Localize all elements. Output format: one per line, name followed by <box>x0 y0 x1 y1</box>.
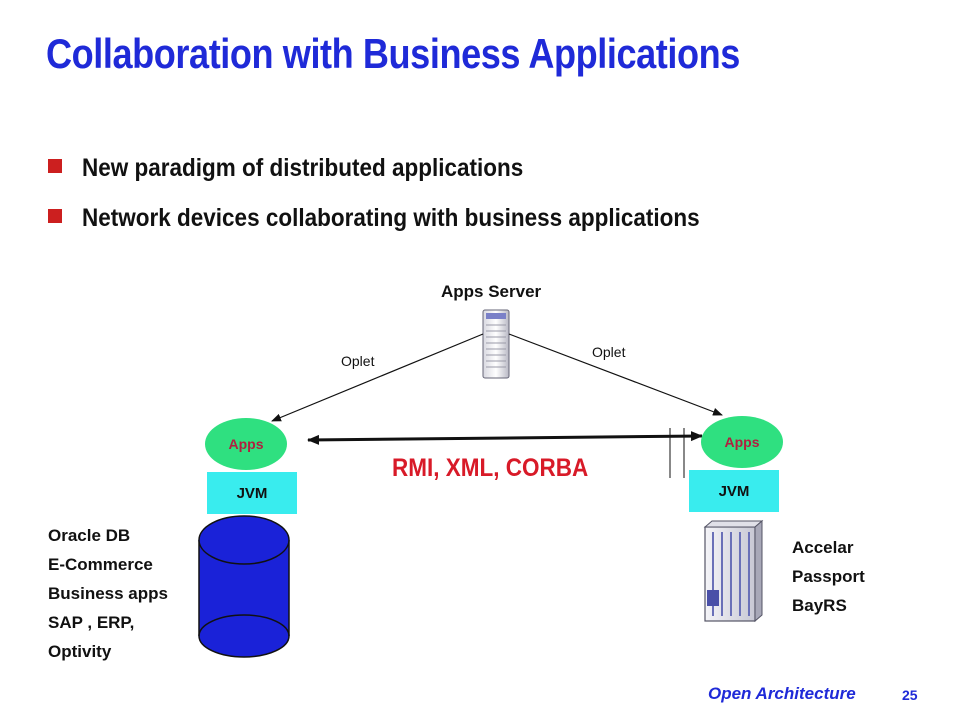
bullet-marker-icon <box>48 159 62 173</box>
oplet-label-right: Oplet <box>592 344 626 360</box>
slide-title: Collaboration with Business Applications <box>46 30 740 77</box>
right-stack-item: Accelar <box>792 538 854 557</box>
jvm-box-left: JVM <box>207 472 297 514</box>
protocol-arrow <box>307 431 703 445</box>
oplet-label-left: Oplet <box>341 353 375 369</box>
left-stack-item: Oracle DB <box>48 526 131 545</box>
jvm-box-right: JVM <box>689 470 779 512</box>
bullet-marker-icon <box>48 209 62 223</box>
left-stack-list: Oracle DB E-Commerce Business apps SAP ,… <box>48 521 168 666</box>
bullet-text: New paradigm of distributed applications <box>82 154 524 182</box>
right-stack-item: BayRS <box>792 596 847 615</box>
database-icon <box>198 515 290 658</box>
apps-server-icon <box>482 309 510 379</box>
bullet-item: Network devices collaborating with busin… <box>48 204 768 233</box>
protocols-label: RMI, XML, CORBA <box>392 454 589 482</box>
network-device-icon <box>703 519 764 623</box>
apps-node-right: Apps <box>701 416 783 468</box>
footer-brand: Open Architecture <box>708 684 856 703</box>
page-number: 25 <box>902 687 918 703</box>
bullet-text: Network devices collaborating with busin… <box>82 204 700 232</box>
apps-node-left: Apps <box>205 418 287 470</box>
apps-server-label: Apps Server <box>441 282 542 301</box>
bullet-item: New paradigm of distributed applications <box>48 154 572 183</box>
right-stack-item: Passport <box>792 567 865 586</box>
oplet-arrow-right <box>508 333 723 416</box>
oplet-arrow-left <box>271 333 484 422</box>
right-stack-list: Accelar Passport BayRS <box>792 533 865 620</box>
left-stack-item: E-Commerce <box>48 555 153 574</box>
left-stack-item: Optivity <box>48 642 112 661</box>
left-stack-item: SAP , ERP, <box>48 613 135 632</box>
left-stack-item: Business apps <box>48 584 168 603</box>
